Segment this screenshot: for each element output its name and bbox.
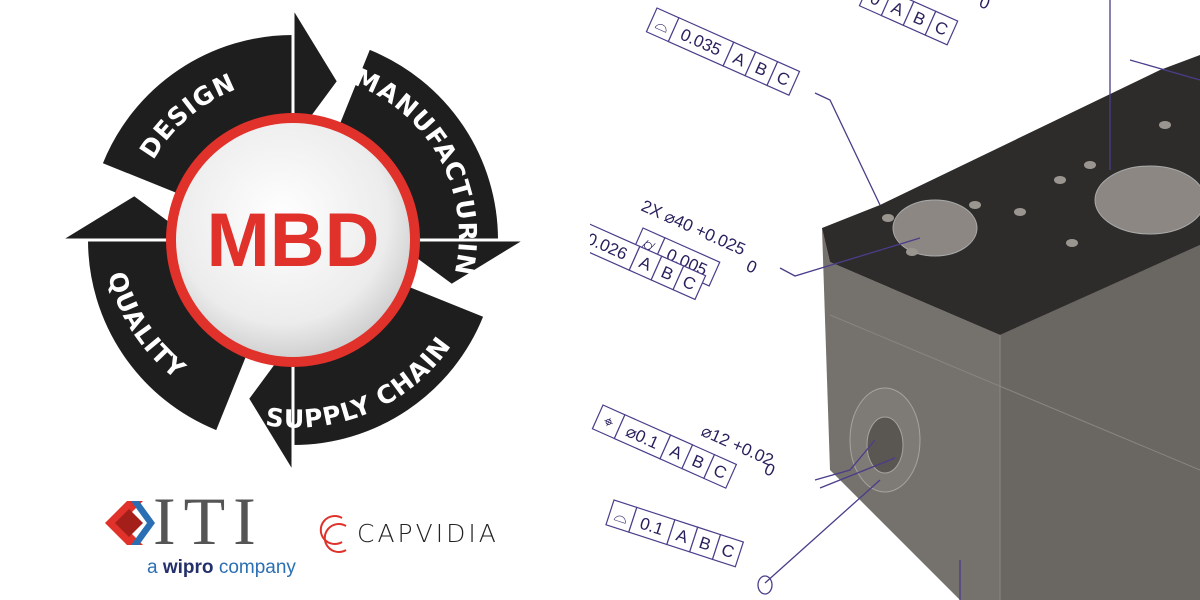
hole-dimension-lower: 0	[743, 256, 759, 277]
leader-line	[1109, 0, 1200, 170]
part-edge	[829, 314, 1200, 471]
leader-line	[814, 92, 881, 206]
fcf-top-right: 0ABC	[858, 0, 959, 46]
part-top-face	[822, 55, 1200, 335]
frame-cell-text: B	[697, 533, 714, 555]
arrowhead-icon	[291, 1, 341, 148]
bore-hole	[1094, 165, 1200, 235]
cycle-arc-segment	[338, 49, 498, 242]
bolt-hole	[1066, 239, 1078, 247]
cycle-arc-segment	[88, 238, 248, 431]
capvidia-wordmark: CAPVIDIA	[357, 519, 499, 548]
bolt-hole	[882, 214, 894, 222]
cycle-ring	[54, 1, 532, 479]
frame-cell	[672, 265, 707, 301]
cycle-arc-segment	[102, 35, 295, 195]
part-front-face	[830, 245, 1200, 600]
leader-line	[764, 479, 881, 584]
leader-line	[814, 439, 896, 489]
center-label: MBD	[206, 198, 379, 283]
cycle-arc-segment	[291, 285, 484, 445]
bolt-hole	[1084, 161, 1096, 169]
bolt-hole	[1159, 121, 1171, 129]
bolt-hole	[969, 201, 981, 209]
mbd-cycle-diagram: MBD DESIGN MANUFACTURING SUPPLY CHAIN QU…	[0, 0, 532, 479]
iti-logo: ITI a wipro company	[105, 487, 296, 583]
bolt-hole	[1054, 176, 1066, 184]
frame-cell	[766, 60, 801, 96]
frame-cell-text: C	[719, 540, 737, 562]
arrowhead-icon	[385, 238, 532, 288]
arrowhead-icon	[54, 192, 201, 242]
bolt-hole	[1014, 208, 1026, 216]
bolt-holes	[882, 121, 1171, 256]
frame-cell-text: 0	[867, 0, 883, 10]
leader-origin	[757, 575, 773, 595]
bolt-hole	[906, 248, 918, 256]
capvidia-mark-icon	[319, 515, 347, 553]
side-port-inner	[866, 416, 904, 474]
top-right-tolerance: 0	[976, 0, 992, 14]
iti-tagline: a wipro company	[147, 557, 296, 578]
frame-cell	[703, 453, 738, 489]
arrowhead-icon	[245, 332, 295, 479]
frame-cell	[924, 10, 959, 46]
frame-cell	[711, 533, 745, 568]
leader-line	[779, 237, 921, 277]
iti-wordmark: ITI	[153, 483, 264, 559]
iti-chevron-icon	[105, 501, 155, 545]
frame-cell-text: ⌓	[612, 505, 631, 527]
center-disc	[176, 123, 410, 357]
bore-hole	[892, 199, 978, 257]
